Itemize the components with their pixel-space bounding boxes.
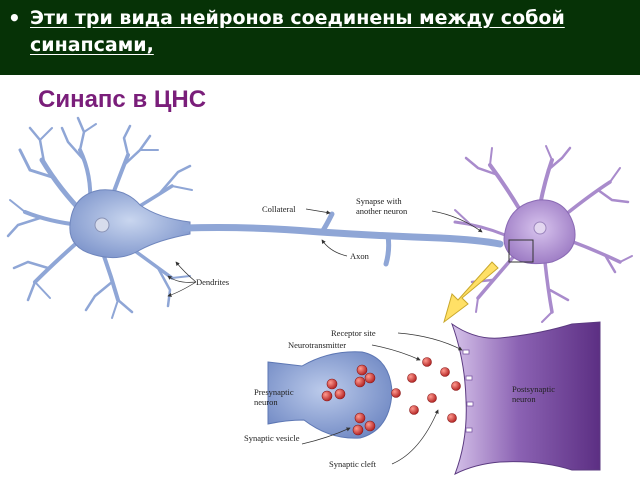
label-synaptic-cleft: Synaptic cleft	[329, 459, 377, 469]
label-dendrites: Dendrites	[196, 277, 229, 287]
label-presynaptic-line1: Presynaptic	[254, 387, 294, 397]
axon-collateral	[319, 211, 335, 235]
bullet-marker: •	[8, 6, 21, 30]
label-collateral: Collateral	[262, 204, 296, 214]
postsynaptic-nucleus	[533, 221, 547, 235]
header-band: • Эти три вида нейронов соединены между …	[0, 0, 640, 75]
axon-branch	[383, 233, 392, 267]
zoom-arrow	[443, 261, 499, 324]
presynaptic-soma	[69, 189, 191, 259]
synaptic-vesicles	[321, 364, 376, 436]
slide-title: Синапс в ЦНС	[38, 86, 207, 113]
neurotransmitter-molecules	[391, 357, 461, 423]
label-synapse-line1: Synapse with	[356, 196, 402, 206]
label-postsynaptic-line1: Postsynaptic	[512, 384, 555, 394]
postsynaptic-terminal	[450, 321, 601, 476]
presynaptic-nucleus	[94, 217, 110, 233]
bullet-text: Эти три вида нейронов соединены между со…	[30, 7, 565, 56]
axon	[181, 224, 504, 248]
label-axon: Axon	[350, 251, 370, 261]
bottom-leader-lines	[301, 332, 463, 465]
top-leader-lines	[167, 208, 483, 297]
label-presynaptic-line2: neuron	[254, 397, 278, 407]
label-postsynaptic-line2: neuron	[512, 394, 536, 404]
postsynaptic-dendrites	[453, 145, 633, 323]
label-receptor-site: Receptor site	[331, 328, 376, 338]
label-neurotransmitter: Neurotransmitter	[288, 340, 346, 350]
zoom-box	[508, 239, 534, 263]
label-synaptic-vesicle: Synaptic vesicle	[244, 433, 300, 443]
label-synapse-line2: another neuron	[356, 206, 408, 216]
receptor-sites	[462, 349, 474, 433]
